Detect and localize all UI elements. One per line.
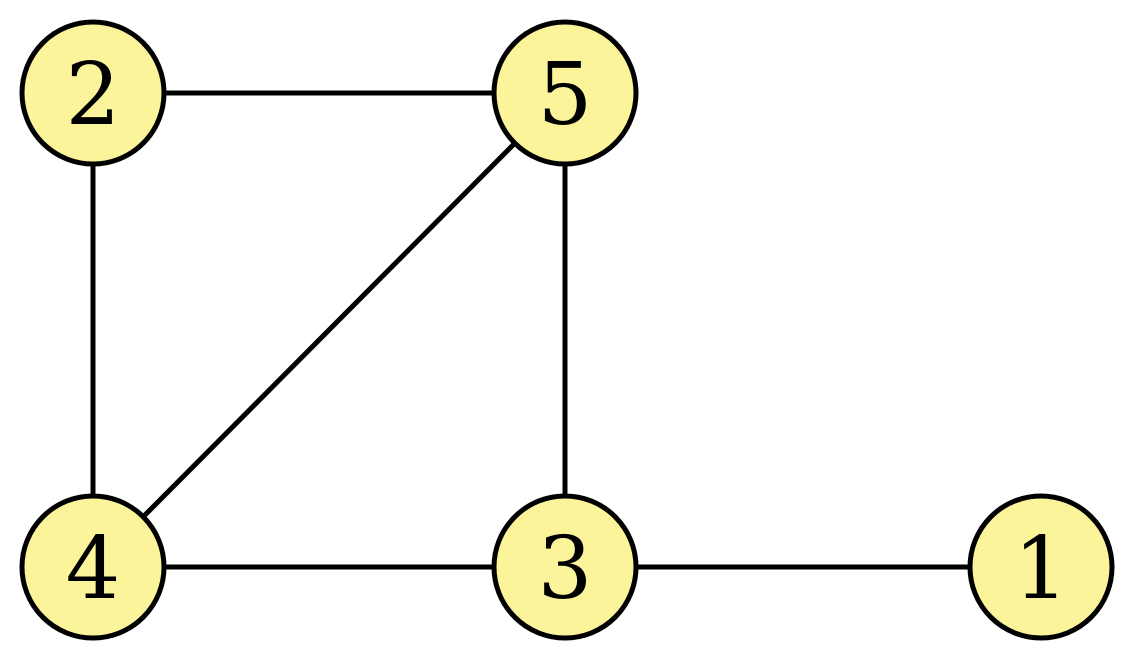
graph-node-label-3: 3 — [538, 519, 593, 619]
graph-node-4[interactable]: 4 — [19, 493, 167, 641]
graph-node-circle-4[interactable] — [19, 493, 167, 641]
graph-node-label-1: 1 — [1014, 519, 1069, 619]
graph-node-label-2: 2 — [66, 45, 121, 145]
graph-node-circle-1[interactable] — [967, 493, 1115, 641]
graph-edge-5-4 — [141, 141, 517, 519]
edges-layer — [90, 90, 970, 570]
graph-node-circle-2[interactable] — [19, 19, 167, 167]
graph-node-circle-5[interactable] — [491, 19, 639, 167]
graph-node-2[interactable]: 2 — [19, 19, 167, 167]
graph-node-circle-3[interactable] — [491, 493, 639, 641]
graph-node-5[interactable]: 5 — [491, 19, 639, 167]
graph-node-1[interactable]: 1 — [967, 493, 1115, 641]
graph-node-label-5: 5 — [538, 45, 593, 145]
nodes-layer: 2 5 4 3 1 — [19, 19, 1115, 641]
graph-node-label-4: 4 — [66, 519, 121, 619]
graph-node-3[interactable]: 3 — [491, 493, 639, 641]
